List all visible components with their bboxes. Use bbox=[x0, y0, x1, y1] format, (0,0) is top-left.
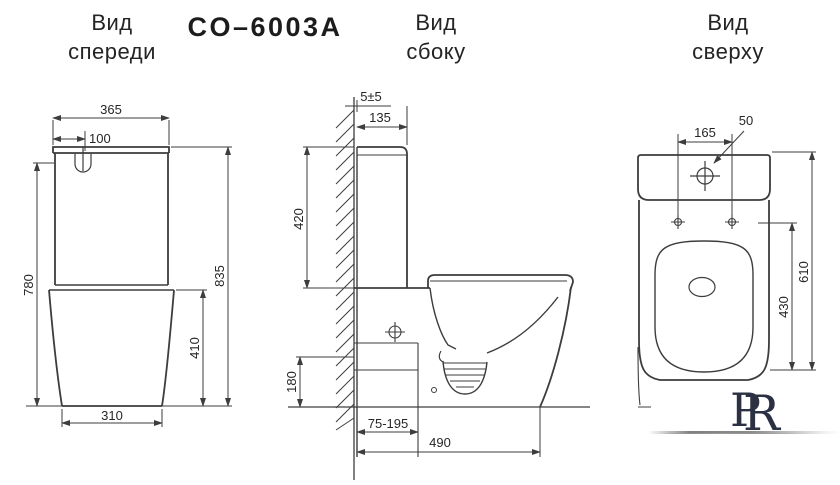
top-dimension-labels: 165 50 610 430 bbox=[694, 113, 811, 318]
dim-overall-height: 835 bbox=[212, 265, 227, 287]
front-dimension-labels: 365 100 835 780 410 310 bbox=[21, 102, 227, 423]
dim-wall-gap: 5±5 bbox=[360, 89, 382, 104]
side-view-drawing: 5±5 135 420 180 75-195 490 bbox=[284, 89, 590, 480]
brand-watermark: P R bbox=[648, 381, 840, 451]
dim-base-width: 310 bbox=[101, 408, 123, 423]
drain-opening bbox=[688, 276, 716, 298]
water-trap bbox=[442, 361, 488, 395]
dim-outlet-offset-range: 75-195 bbox=[368, 416, 408, 431]
inlet-hole bbox=[690, 161, 720, 191]
dim-seat-hole-spacing: 165 bbox=[694, 125, 716, 140]
side-dimension-lines bbox=[296, 100, 541, 457]
dim-pedestal-height: 410 bbox=[187, 337, 202, 359]
model-title: CO–6003A bbox=[187, 12, 343, 42]
top-view-label-line2: сверху bbox=[692, 39, 764, 64]
top-view-drawing: 165 50 610 430 bbox=[637, 113, 816, 408]
dim-overall-length: 610 bbox=[796, 261, 811, 283]
watermark-swoosh-line-thin bbox=[658, 433, 808, 434]
front-dimension-lines bbox=[33, 115, 232, 427]
dim-button-height: 780 bbox=[21, 274, 36, 296]
side-view-label: Вид сбоку bbox=[406, 8, 465, 66]
dim-tank-height: 420 bbox=[291, 208, 306, 230]
front-view-label-line2: спереди bbox=[68, 39, 156, 64]
top-view-label: Вид сверху bbox=[692, 8, 764, 66]
dim-flush-button-offset: 100 bbox=[89, 131, 111, 146]
side-view-label-line2: сбоку bbox=[406, 39, 466, 64]
side-view-label-line1: Вид bbox=[415, 10, 457, 35]
top-dimension-lines bbox=[677, 130, 816, 371]
drain-crosshair bbox=[385, 322, 405, 342]
dim-overall-depth: 490 bbox=[429, 435, 451, 450]
watermark-swoosh-line bbox=[648, 431, 840, 434]
side-dimension-labels: 5±5 135 420 180 75-195 490 bbox=[284, 89, 451, 450]
dim-inlet-hole-diameter: 50 bbox=[739, 113, 753, 128]
seat-mounting-holes bbox=[671, 215, 739, 229]
dim-tank-width: 365 bbox=[100, 102, 122, 117]
watermark-letter-p: P bbox=[730, 383, 761, 437]
fixing-hole bbox=[431, 387, 437, 393]
front-view-drawing: 365 100 835 780 410 310 bbox=[21, 102, 232, 427]
dim-outlet-height: 180 bbox=[284, 371, 299, 393]
side-toilet-outline bbox=[354, 146, 574, 457]
flush-button bbox=[74, 147, 92, 173]
front-view-label: Вид спереди bbox=[68, 8, 156, 66]
top-view-label-line1: Вид bbox=[707, 10, 749, 35]
dim-tank-depth: 135 bbox=[369, 110, 391, 125]
watermark-letter-r: R bbox=[743, 385, 780, 442]
front-view-label-line1: Вид bbox=[91, 10, 133, 35]
dim-rim-length: 430 bbox=[776, 296, 791, 318]
front-toilet-outline bbox=[48, 146, 175, 407]
top-toilet-outline bbox=[637, 154, 771, 408]
